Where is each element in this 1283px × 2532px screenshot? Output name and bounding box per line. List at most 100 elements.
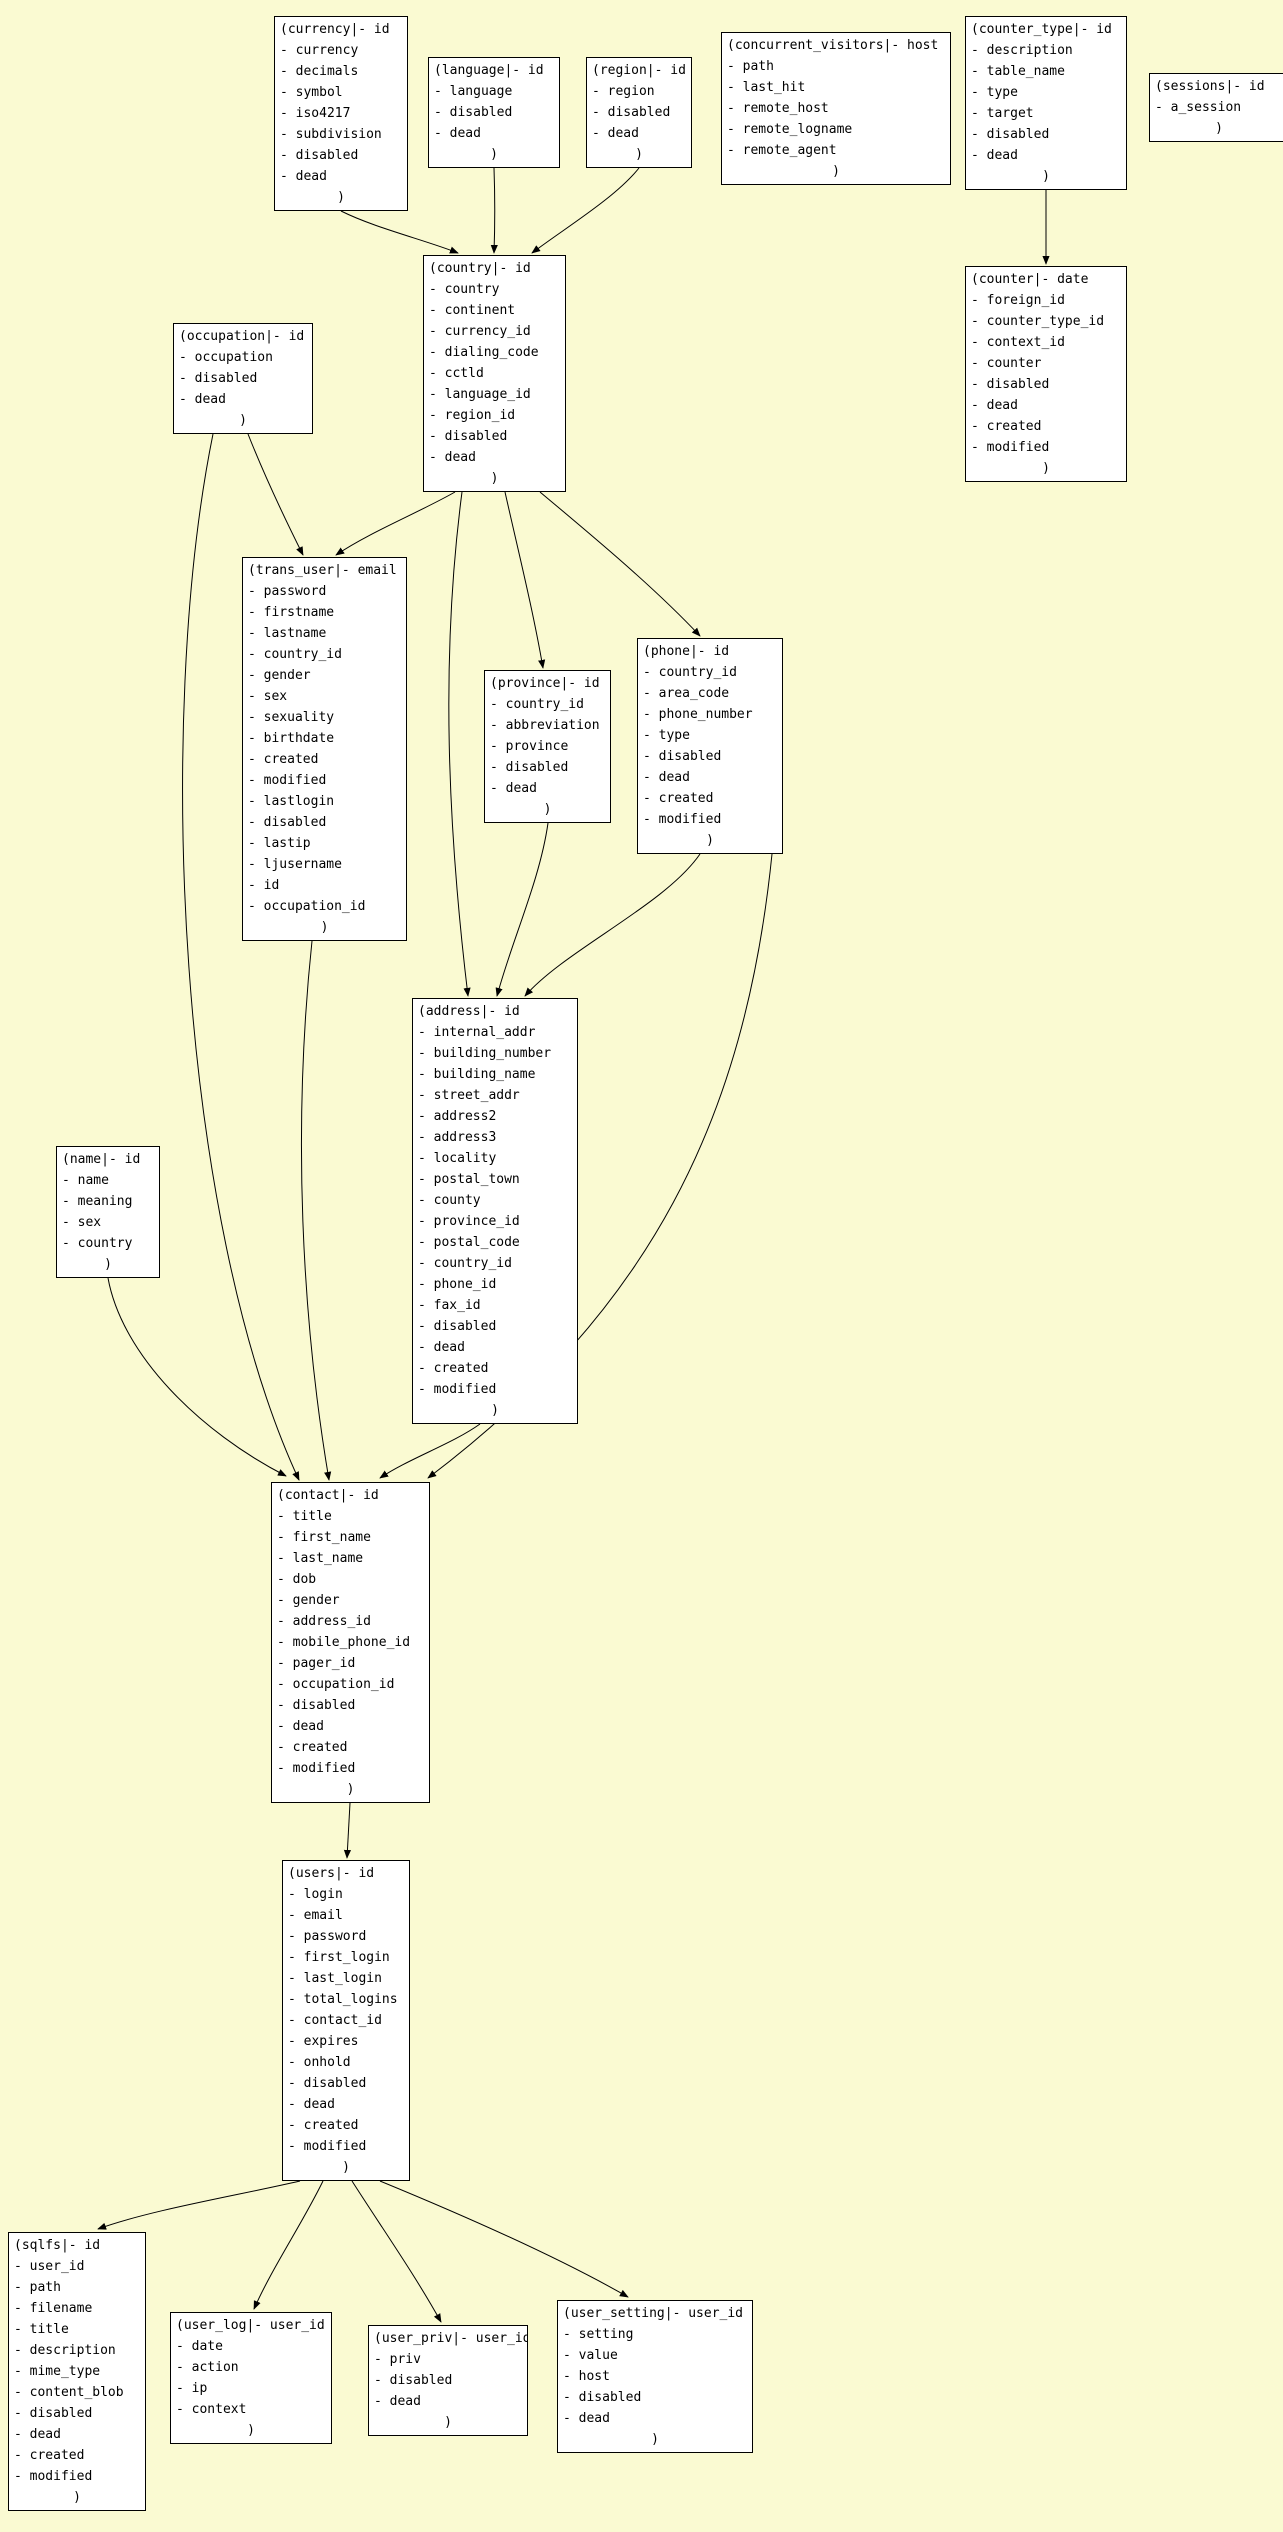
entity-field: - dead [374,2394,421,2409]
entity-title: (phone|- id [643,644,730,659]
entity-field: - address3 [418,1130,497,1145]
entity-field: - province [490,739,569,754]
entity-field: - dead [288,2097,335,2112]
entity-title: (counter_type|- id [971,22,1112,37]
edge-country-to-phone [539,491,701,637]
entity-field: - dead [563,2411,610,2426]
edge-address-to-contact [379,1423,481,1479]
entity-close-paren: ) [247,2423,255,2438]
entity-field: - occupation_id [248,899,366,914]
entity-field: - disabled [418,1319,497,1334]
entity-field: - email [288,1908,343,1923]
entity-user_priv: (user_priv|- user_id- priv- disabled- de… [368,2325,528,2436]
entity-field: - created [643,791,714,806]
entity-field: - currency_id [429,324,531,339]
entity-field: - last_name [277,1551,364,1566]
entity-field: - disabled [971,127,1050,142]
entity-field: - street_addr [418,1088,520,1103]
entity-close-paren: ) [1042,169,1050,184]
entity-name: (name|- id- name- meaning- sex- country) [56,1146,160,1278]
entity-field: - last_hit [727,80,806,95]
entity-field: - counter [971,356,1042,371]
entity-field: - total_logins [288,1992,398,2007]
entity-field: - building_name [418,1067,536,1082]
edge-language-to-country [490,167,498,254]
entity-trans_user: (trans_user|- email - password - firstname… [242,557,407,941]
entity-title: (occupation|- id [179,329,305,344]
entity-field: - country [62,1236,133,1251]
entity-field: - disabled [280,148,359,163]
entity-concurrent_visitors: (concurrent_visitors|- host- path- last_… [721,32,951,185]
entity-field: - phone_id [418,1277,497,1292]
entity-field: - counter_type_id [971,314,1105,329]
entity-close-paren: ) [73,2490,81,2505]
entity-field: - user_id [14,2259,85,2274]
entity-occupation: (occupation|- id- occupation- disabled- … [173,323,313,434]
entity-field: - disabled [14,2406,93,2421]
entity-field: - internal_addr [418,1025,536,1040]
entity-title: (sqlfs|- id [14,2238,101,2253]
entity-field: - language_id [429,387,531,402]
entity-address: (address|- id- internal_addr- building_n… [412,998,578,1424]
entity-field: - created [971,419,1042,434]
entity-title: (user_log|- user_id [176,2318,325,2333]
entity-field: - firstname [248,605,335,620]
entity-field: - title [14,2322,69,2337]
entity-title: (contact|- id [277,1488,379,1503]
entity-close-paren: ) [635,147,643,162]
entity-field: - country_id [248,647,342,662]
entity-field: - host [563,2369,610,2384]
entity-field: - onhold [288,2055,351,2070]
edge-users-to-sqlfs [97,2180,301,2230]
edge-country-to-province [504,491,546,669]
entity-field: - modified [643,812,722,827]
entity-sessions: (sessions|- id- a_session) [1149,73,1283,142]
edge-province-to-address [495,822,549,997]
entity-title: (currency|- id [280,22,390,37]
entity-field: - sex [248,689,288,704]
entity-close-paren: ) [543,802,552,817]
entity-field: - contact_id [288,2013,382,2028]
entity-field: - foreign_id [971,293,1065,308]
entity-field: - building_number [418,1046,552,1061]
entity-field: - created [277,1740,348,1755]
entity-field: - description [971,43,1073,58]
entity-field: - postal_code [418,1235,520,1250]
entity-field: - locality [418,1151,497,1166]
entity-field: - dialing_code [429,345,539,360]
entity-field: - disabled [643,749,722,764]
entity-field: - pager_id [277,1656,356,1671]
entity-field: - lastip [248,836,311,851]
entity-field: - gender [248,668,311,683]
entity-field: - created [418,1361,489,1376]
entity-close-paren: ) [832,164,840,179]
entity-field: - province_id [418,1214,520,1229]
entity-counter_type: (counter_type|- id- description- table_n… [965,16,1127,190]
entity-field: - meaning [62,1194,133,1209]
entity-region: (region|- id- region- disabled- dead) [586,57,692,168]
entity-field: - modified [277,1761,356,1776]
entity-field: - mime_type [14,2364,101,2379]
entity-users: (users|- id- login- email- password- fir… [282,1860,410,2181]
entity-field: - occupation_id [277,1677,395,1692]
entity-contact: (contact|- id- title- first_name- last_n… [271,1482,430,1803]
entity-field: - disabled [288,2076,367,2091]
entity-field: - value [563,2348,618,2363]
entity-close-paren: ) [490,471,499,486]
entity-field: - date [176,2339,223,2354]
entity-field: - dead [592,126,639,141]
entity-field: - created [248,752,319,767]
entity-field: - password [248,584,327,599]
entity-field: - context [176,2402,247,2417]
entity-field: - path [727,59,774,74]
entity-field: - password [288,1929,367,1944]
edge-region-to-country [531,167,640,254]
entity-field: - type [971,85,1018,100]
entity-field: - disabled [277,1698,356,1713]
entity-field: - continent [429,303,516,318]
entity-field: - context_id [971,335,1065,350]
entity-title: (trans_user|- email [248,563,397,578]
entity-close-paren: ) [706,833,714,848]
entity-field: - first_login [288,1950,390,1965]
